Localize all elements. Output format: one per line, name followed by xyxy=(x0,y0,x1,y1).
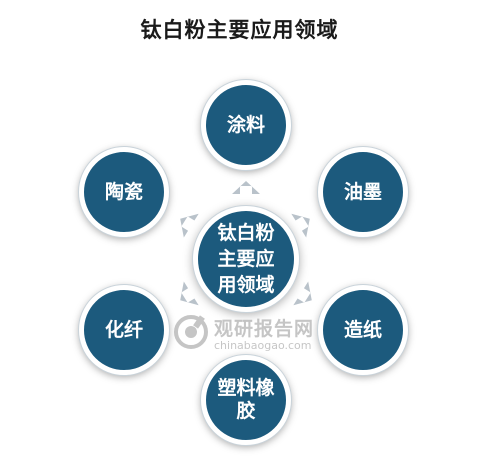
arrow-upper-left xyxy=(180,213,199,238)
center-node: 钛白粉主要应用领域 xyxy=(193,206,299,312)
watermark-name: 观研报告网 xyxy=(214,318,315,340)
node-ink-label: 油墨 xyxy=(343,180,382,203)
node-plastic-rubber: 塑料橡胶 xyxy=(201,355,291,445)
watermark-url: chinabaogao.com xyxy=(214,339,312,352)
node-coatings: 涂料 xyxy=(201,80,291,170)
node-ceramics: 陶瓷 xyxy=(79,147,169,237)
node-ink: 油墨 xyxy=(318,147,408,237)
center-node-label: 钛白粉主要应用领域 xyxy=(217,222,275,296)
watermark-logo-icon xyxy=(174,315,208,349)
node-coatings-label: 涂料 xyxy=(226,113,265,136)
diagram-title: 钛白粉主要应用领域 xyxy=(140,17,339,42)
node-plastic-rubber-label: 塑料橡胶 xyxy=(217,377,275,422)
arrow-up xyxy=(232,181,260,194)
node-chemical-fiber-label: 化纤 xyxy=(104,318,143,341)
arrow-lower-left xyxy=(180,281,199,306)
watermark: 观研报告网 chinabaogao.com xyxy=(172,312,342,358)
node-paper: 造纸 xyxy=(318,285,408,375)
arrow-lower-right xyxy=(293,281,312,306)
node-paper-label: 造纸 xyxy=(343,318,382,341)
node-chemical-fiber: 化纤 xyxy=(79,285,169,375)
node-ceramics-label: 陶瓷 xyxy=(104,180,143,203)
arrow-upper-right xyxy=(291,213,310,238)
